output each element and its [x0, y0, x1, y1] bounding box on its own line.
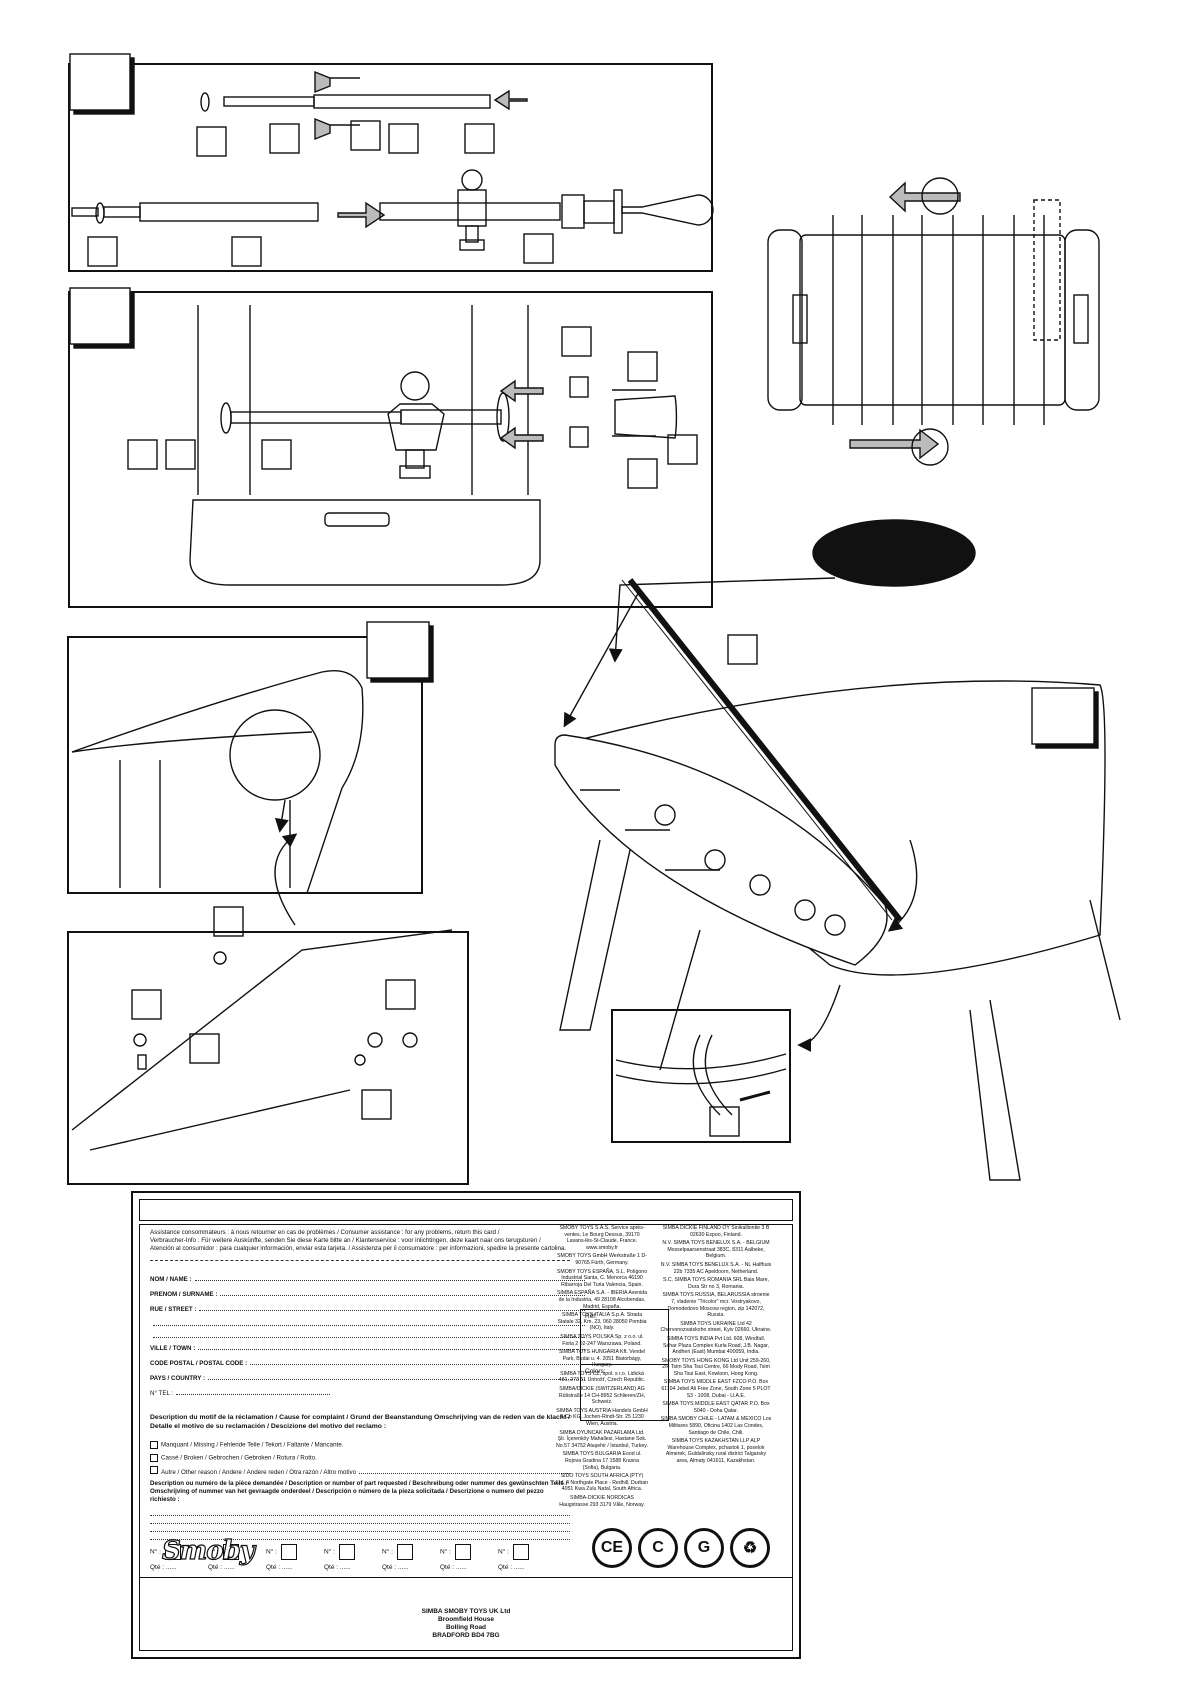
complaint-title: Description du motif de la réclamation /… [150, 1414, 570, 1430]
ref-label: Réf: [581, 1310, 668, 1365]
callout-oval [812, 519, 976, 587]
g-mark-icon: G [684, 1528, 724, 1568]
part-number-item[interactable]: N° :Qté : ...... [440, 1544, 471, 1571]
checkbox[interactable] [150, 1441, 158, 1449]
complaint-section: Description du motif de la réclamation /… [150, 1413, 570, 1541]
option-other[interactable]: Autre / Other reason / Andere / Andere r… [150, 1466, 570, 1477]
town-field[interactable]: VILLE / TOWN : [150, 1343, 585, 1353]
postal-code-field[interactable]: CODE POSTAL / POSTAL CODE : [150, 1358, 585, 1368]
customer-assistance-card: Assistance consommateurs : à nous retour… [131, 1191, 801, 1659]
certification-marks: CE C G ♻ [592, 1528, 770, 1568]
uk-return-address: SIMBA SMOBY TOYS UK Ltd Broomfield House… [140, 1577, 792, 1650]
card-body: Assistance consommateurs : à nous retour… [139, 1224, 793, 1651]
part-number-item[interactable]: N° :Qté : ...... [266, 1544, 297, 1571]
desc-line[interactable] [150, 1524, 570, 1533]
desc-line[interactable] [150, 1532, 570, 1541]
foosball-table-3d [554, 578, 1121, 1181]
desc-line[interactable] [150, 1508, 570, 1517]
addresses-column-right: SIMBA DICKIE FINLAND OY Sinikalliontie 3… [660, 1225, 772, 1464]
step-panel-3 [67, 621, 434, 894]
phone-field[interactable]: N° TEL : [150, 1388, 330, 1398]
part-description-label: Description ou numéro de la pièce demand… [150, 1480, 568, 1504]
card-intro: Assistance consommateurs : à nous retour… [150, 1229, 570, 1261]
addresses-column-left: SMOBY TOYS S.A.S. Service après-ventes, … [556, 1225, 648, 1508]
street-field-line2[interactable] [150, 1319, 585, 1326]
smoby-logo: Smoby [161, 1535, 255, 1566]
part-number-item[interactable]: N° :Qté : ...... [382, 1544, 413, 1571]
checkbox[interactable] [150, 1453, 158, 1462]
colors-label: Colors: [585, 1368, 606, 1375]
part-number-item[interactable]: N° :Qté : ...... [498, 1544, 529, 1571]
reference-box[interactable]: Réf: Colors: [580, 1309, 669, 1421]
scissors-cut-line [150, 1256, 570, 1261]
step-panel-2 [68, 287, 713, 608]
c-mark-icon: C [638, 1528, 678, 1568]
street-field[interactable]: RUE / STREET : [150, 1304, 585, 1314]
recycle-icon: ♻ [730, 1528, 770, 1568]
checkbox[interactable] [150, 1466, 158, 1475]
name-field[interactable]: NOM / NAME : [150, 1274, 585, 1284]
address-fields: NOM / NAME : PRENOM / SURNAME : RUE / ST… [150, 1270, 585, 1398]
intro-line: Atención al consumidor : para cualquier … [150, 1245, 567, 1252]
option-broken[interactable]: Cassé / Broken / Gebrochen / Gebroken / … [150, 1453, 570, 1463]
intro-line: Verbraucher-Info : Für weitere Auskünfte… [150, 1237, 541, 1244]
table-top-view [767, 177, 1100, 466]
street-field-line3[interactable] [150, 1331, 585, 1338]
option-missing[interactable]: Manquant / Missing / Fehlende Teile / Te… [150, 1441, 570, 1450]
surname-field[interactable]: PRENOM / SURNAME : [150, 1289, 585, 1299]
country-field[interactable]: PAYS / COUNTRY : [150, 1373, 585, 1383]
part-number-item[interactable]: N° :Qté : ...... [150, 1544, 181, 1571]
screw-detail-inset [611, 984, 841, 1143]
part-number-item[interactable]: N° :Qté : ...... [324, 1544, 355, 1571]
part-number-item[interactable]: N° :Qté : ...... [208, 1544, 239, 1571]
step-panel-4 [67, 833, 469, 1185]
card-header-strip [139, 1199, 793, 1221]
intro-line: Assistance consommateurs : à nous retour… [150, 1229, 500, 1236]
desc-line[interactable] [150, 1516, 570, 1525]
part-number-row: N° :Qté : ...... N° :Qté : ...... N° :Qt… [150, 1544, 690, 1576]
step-panel-1 [68, 53, 714, 272]
ce-mark-icon: CE [592, 1528, 632, 1568]
